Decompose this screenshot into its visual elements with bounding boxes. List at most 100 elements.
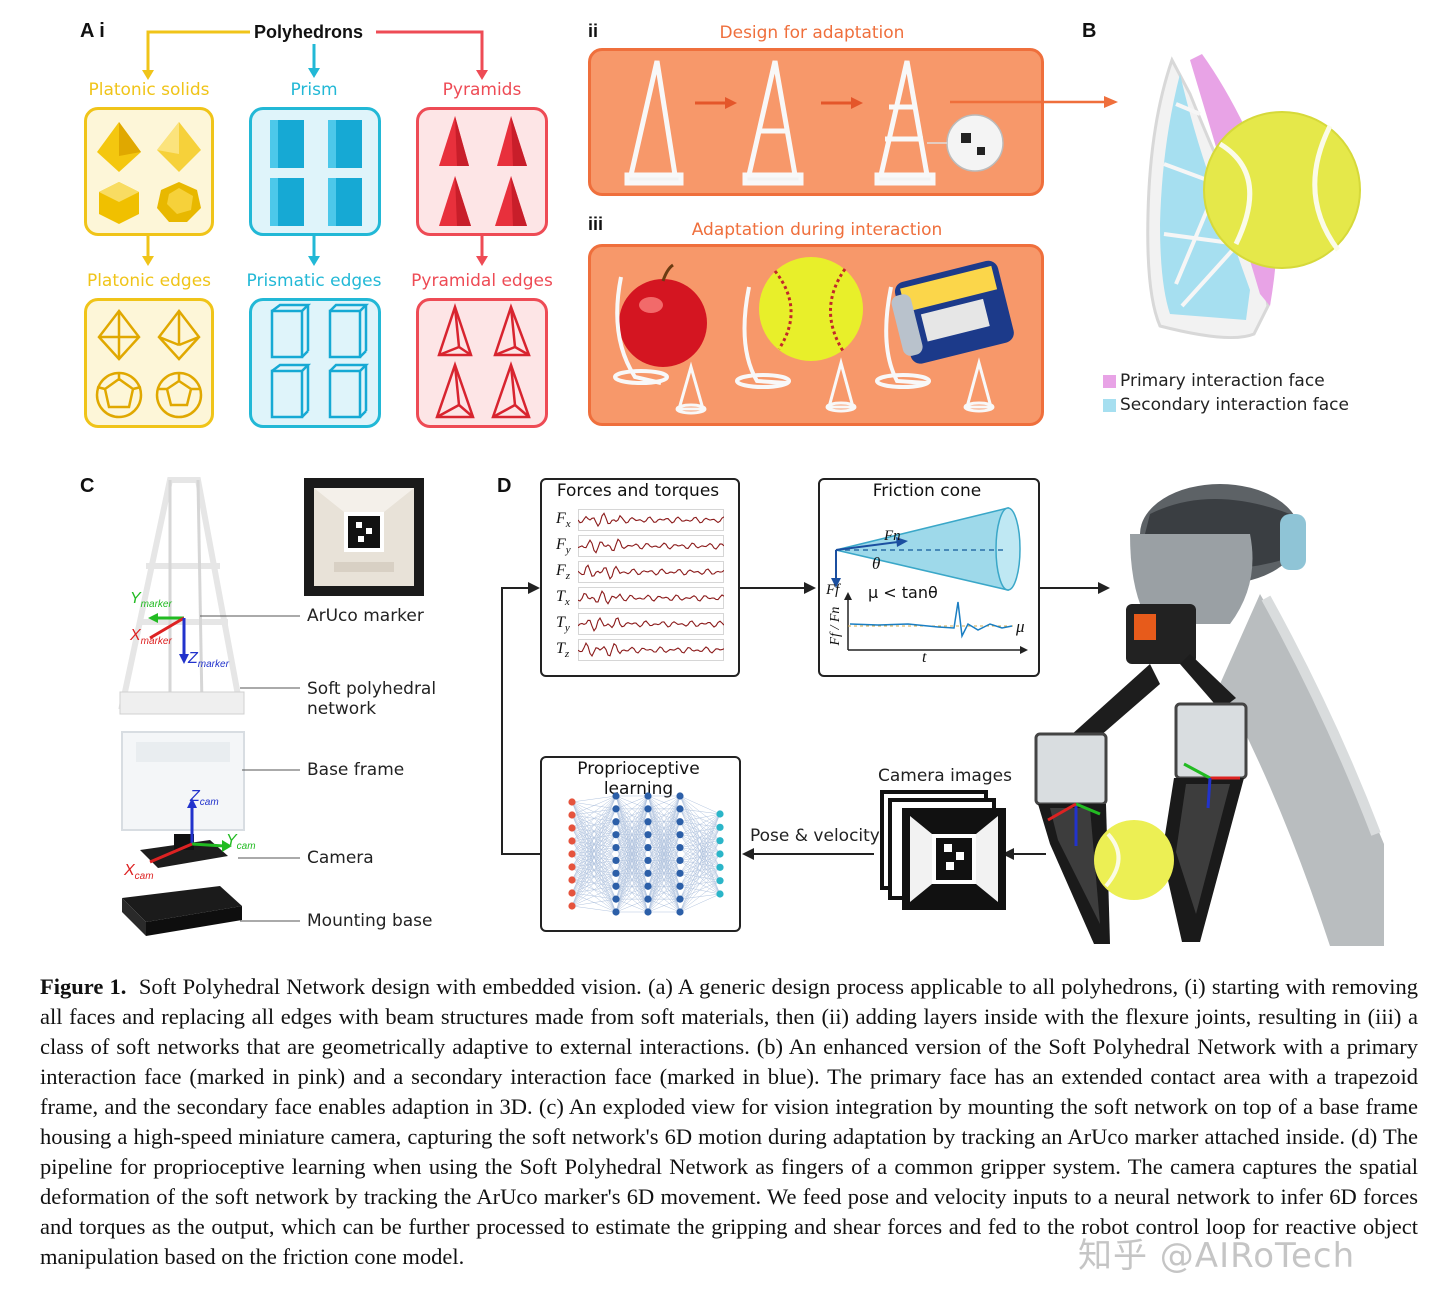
nn-node — [612, 882, 620, 890]
nn-node — [612, 895, 620, 903]
aruco-marker-icon — [314, 488, 414, 586]
nn-node — [612, 805, 620, 813]
nn-node — [716, 837, 724, 845]
nn-node — [612, 843, 620, 852]
x-marker-subscript: marker — [140, 636, 172, 648]
nn-node — [644, 908, 652, 916]
aruco-marker-photo — [304, 478, 424, 596]
x-marker-axis-label: Xmarker — [130, 627, 172, 647]
nn-node — [644, 882, 652, 890]
pyramids-title: Pyramids — [442, 80, 522, 100]
prism-icon — [270, 120, 362, 226]
nn-node — [676, 908, 684, 916]
y-marker-axis-label: Ymarker — [130, 590, 172, 610]
y-cam-axis-label: Ycam — [226, 832, 256, 852]
x-cam-axis-label: Xcam — [124, 862, 154, 882]
signal-trace — [578, 535, 724, 557]
primary-face-label: Primary interaction face — [1120, 371, 1325, 391]
soft-network-label-2: network — [307, 699, 377, 719]
pipeline-arrows — [501, 582, 1110, 860]
nn-node — [716, 823, 724, 831]
nn-node — [676, 882, 684, 890]
nn-node — [644, 869, 652, 877]
camera-image-stack — [880, 790, 1006, 910]
nn-node — [644, 856, 652, 865]
platonic-solids-box — [84, 107, 214, 236]
signal-label: Fz — [556, 562, 571, 583]
nn-node — [644, 792, 652, 800]
z-cam-axis-label: Zcam — [190, 788, 219, 808]
pyramids-box — [416, 107, 548, 236]
polyhedrons-root: Polyhedrons — [254, 22, 364, 42]
pose-velocity-label: Pose & velocity — [750, 826, 880, 846]
caption-text: Soft Polyhedral Network design with embe… — [40, 974, 1418, 1269]
nn-node — [612, 869, 620, 877]
theta-label: θ — [872, 554, 881, 573]
robot-gripper-illustration — [1034, 484, 1384, 946]
signal-label: Fy — [556, 536, 571, 557]
camera-label: Camera — [307, 848, 374, 868]
aruco-marker-label: ArUco marker — [307, 606, 424, 626]
nn-node — [716, 863, 724, 871]
nn-node — [716, 810, 724, 818]
nn-node — [568, 863, 576, 871]
pyramidal-edges-title: Pyramidal edges — [411, 271, 553, 291]
prismatic-edges-title: Prismatic edges — [246, 271, 382, 291]
nn-node — [612, 856, 620, 865]
mu-rule-label: μ < tanθ — [868, 583, 938, 602]
platonic-edges-box — [84, 298, 214, 428]
design-for-adaptation-title: Design for adaptation — [719, 23, 905, 43]
enhanced-network-illustration — [1146, 54, 1361, 340]
nn-node — [612, 818, 620, 826]
prismatic-edges-icon — [270, 303, 370, 419]
nn-node — [644, 895, 652, 903]
nn-node — [676, 856, 684, 865]
signal-trace — [578, 587, 724, 609]
signal-label: Ty — [556, 614, 570, 635]
base-frame-label: Base frame — [307, 760, 405, 780]
panel-c-leader-lines — [200, 615, 300, 922]
nn-node — [568, 824, 576, 832]
nn-node — [676, 792, 684, 800]
primary-face-swatch — [1103, 375, 1116, 388]
nn-node — [644, 843, 652, 852]
panel-a-ii-label: ii — [588, 21, 599, 41]
nn-node — [676, 895, 684, 903]
adaptation-interaction-title: Adaptation during interaction — [691, 220, 943, 240]
x-cam-letter: X — [124, 862, 135, 879]
nn-node — [676, 869, 684, 877]
adaptation-stages-illustration — [624, 60, 1004, 186]
nn-node — [568, 837, 576, 845]
nn-node — [676, 843, 684, 852]
fn-label: Fn — [884, 528, 901, 544]
proprioceptive-learning-title: Proprioceptive learning — [577, 759, 700, 799]
pyramidal-edges-icon — [435, 303, 531, 419]
y-marker-subscript: marker — [140, 599, 172, 611]
signal-label: Tx — [556, 588, 570, 609]
nn-node — [716, 877, 724, 885]
signal-trace — [578, 561, 724, 583]
nn-node — [676, 818, 684, 826]
nn-node — [568, 811, 576, 819]
nn-node — [644, 805, 652, 813]
x-cam-subscript: cam — [134, 871, 154, 883]
z-marker-letter: Z — [188, 650, 198, 667]
camera-images-label: Camera images — [878, 766, 1012, 786]
signal-trace — [578, 613, 724, 635]
nn-node — [676, 805, 684, 813]
nn-node — [644, 831, 652, 839]
z-cam-subscript: cam — [199, 797, 219, 809]
nn-node — [716, 890, 724, 898]
secondary-face-swatch — [1103, 399, 1116, 412]
design-to-b-arrow — [950, 96, 1118, 108]
ff-label: Ff — [826, 582, 840, 598]
pyramids-icon — [439, 116, 527, 226]
signal-trace — [578, 639, 724, 661]
nn-node — [568, 850, 576, 858]
mu-label: μ — [1016, 617, 1025, 636]
t-axis-label: t — [922, 649, 927, 666]
forces-torques-title: Forces and torques — [556, 481, 720, 501]
signal-trace — [578, 509, 724, 531]
nn-node — [612, 831, 620, 839]
panel-a-arrows — [142, 30, 488, 266]
